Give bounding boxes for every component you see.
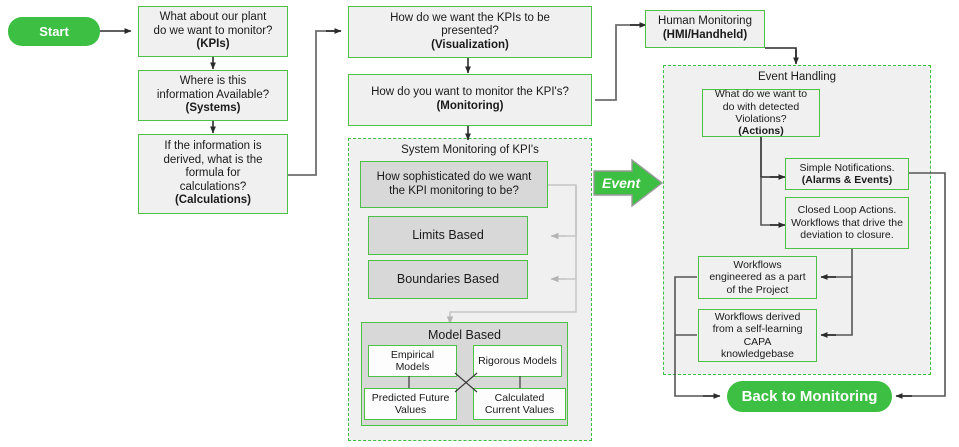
node-empirical-models-line2: Models [395, 361, 430, 373]
node-workflows-capa-line1: Workflows derived [714, 310, 801, 323]
node-monitoring[interactable]: How do you want to monitor the KPI's? (M… [348, 74, 592, 126]
node-systems-line2: information Available? [156, 88, 270, 101]
node-how-sophisticated-line1: How sophisticated do we want [376, 170, 532, 183]
node-predicted-future-values-line1: Predicted Future [371, 391, 450, 404]
node-closed-loop-actions-line1: Closed Loop Actions. [797, 204, 897, 217]
node-boundaries-based-label: Boundaries Based [396, 272, 500, 287]
node-calculations-tag: (Calculations) [174, 194, 252, 207]
node-workflows-capa-line2: from a self-learning [712, 323, 803, 336]
node-simple-notifications[interactable]: Simple Notifications. (Alarms & Events) [785, 158, 909, 190]
node-rigorous-models-line1: Rigorous Models [478, 354, 557, 367]
node-empirical-models-line1: Empirical [390, 348, 435, 361]
model-based-title: Model Based [428, 328, 501, 342]
node-workflows-project-line3: of the Project [726, 283, 789, 296]
node-calculated-current-values-line2: Current Values [484, 404, 555, 416]
system-monitoring-title: System Monitoring of KPI's [401, 144, 539, 156]
node-systems-tag: (Systems) [185, 102, 241, 115]
node-calculations[interactable]: If the information is derived, what is t… [138, 134, 288, 214]
node-predicted-future-values[interactable]: Predicted Future Values [364, 388, 457, 420]
event-arrow-shape [593, 158, 664, 208]
node-calculated-current-values[interactable]: Calculated Current Values [473, 388, 566, 420]
node-human-monitoring-tag: (HMI/Handheld) [662, 29, 748, 41]
event-arrow-label: Event [602, 175, 641, 191]
node-calculations-line2: derived, what is the [163, 153, 263, 166]
node-actions[interactable]: What do we want to do with detected Viol… [702, 88, 820, 138]
node-visualization[interactable]: How do we want the KPIs to be presented?… [348, 6, 592, 58]
node-workflows-capa[interactable]: Workflows derived from a self-learning C… [698, 309, 817, 362]
node-empirical-models[interactable]: Empirical Models [368, 345, 457, 377]
node-actions-line1: What do we want to [714, 88, 808, 101]
event-arrow: Event [592, 157, 664, 209]
node-workflows-capa-line4: knowledgebase [721, 347, 794, 360]
node-human-monitoring[interactable]: Human Monitoring (HMI/Handheld) [645, 10, 765, 48]
node-calculations-line4: calculations? [179, 180, 247, 193]
node-workflows-project[interactable]: Workflows engineered as a part of the Pr… [698, 256, 817, 299]
node-predicted-future-values-line2: Values [394, 404, 427, 416]
node-how-sophisticated[interactable]: How sophisticated do we want the KPI mon… [360, 161, 548, 208]
node-visualization-line2: presented? [441, 25, 499, 38]
node-visualization-tag: (Visualization) [431, 38, 509, 51]
node-calculated-current-values-line1: Calculated [494, 391, 545, 404]
node-how-sophisticated-line2: the KPI monitoring to be? [389, 184, 519, 197]
node-visualization-line1: How do we want the KPIs to be [390, 11, 550, 24]
node-limits-based-label: Limits Based [412, 228, 484, 243]
node-systems-line1: Where is this [179, 75, 247, 88]
node-boundaries-based[interactable]: Boundaries Based [368, 260, 528, 299]
node-actions-line3: Violations? [735, 113, 787, 125]
node-closed-loop-actions[interactable]: Closed Loop Actions. Workflows that driv… [785, 197, 909, 249]
node-monitoring-tag: (Monitoring) [436, 100, 504, 112]
node-kpis-line2: do we want to monitor? [153, 24, 273, 37]
node-actions-line2: do with detected [722, 100, 800, 113]
node-simple-notifications-line1: Simple Notifications. [799, 161, 895, 174]
node-calculations-line1: If the information is [164, 140, 262, 153]
node-rigorous-models[interactable]: Rigorous Models [473, 345, 562, 377]
node-closed-loop-actions-line2: Workflows that drive the [791, 216, 903, 229]
node-calculations-line3: formula for [185, 167, 241, 180]
node-limits-based[interactable]: Limits Based [368, 216, 528, 255]
back-to-monitoring-node[interactable]: Back to Monitoring [727, 381, 892, 412]
node-human-monitoring-line1: Human Monitoring [658, 15, 752, 28]
node-monitoring-line1: How do you want to monitor the KPI's? [371, 86, 569, 99]
node-closed-loop-actions-line3: deviation to closure. [800, 229, 894, 242]
node-kpis-line1: What about our plant [159, 11, 267, 24]
node-kpis[interactable]: What about our plant do we want to monit… [138, 6, 288, 57]
node-systems[interactable]: Where is this information Available? (Sy… [138, 70, 288, 121]
event-handling-title: Event Handling [758, 71, 836, 83]
node-actions-tag: (Actions) [738, 125, 784, 138]
node-kpis-tag: (KPIs) [196, 38, 230, 51]
start-node[interactable]: Start [8, 17, 100, 46]
start-label: Start [39, 24, 69, 39]
node-workflows-capa-line3: CAPA [743, 335, 772, 348]
node-workflows-project-line1: Workflows [733, 258, 782, 271]
node-workflows-project-line2: engineered as a part [709, 271, 806, 284]
back-to-monitoring-label: Back to Monitoring [741, 388, 878, 405]
node-simple-notifications-tag: (Alarms & Events) [801, 174, 893, 186]
